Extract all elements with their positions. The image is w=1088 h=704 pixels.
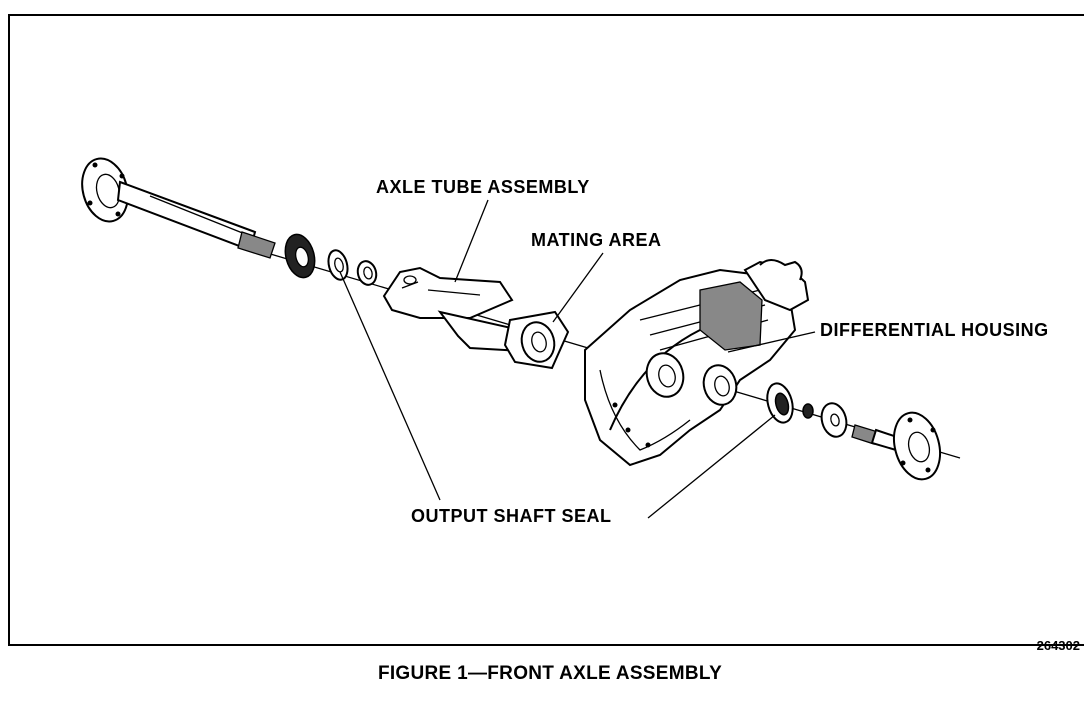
callout-mating-area: MATING AREA xyxy=(531,230,662,250)
right-stub-shaft xyxy=(851,411,942,481)
left-axle-shaft xyxy=(81,157,276,259)
callout-axle-tube-assembly: AXLE TUBE ASSEMBLY xyxy=(376,177,590,197)
callout-output-shaft-seal: OUTPUT SHAFT SEAL xyxy=(411,506,612,526)
right-retainer-spring xyxy=(802,403,814,419)
leader-differential-housing xyxy=(727,331,816,353)
figure-caption: FIGURE 1—FRONT AXLE ASSEMBLY xyxy=(377,663,723,684)
leader-seal-left xyxy=(339,271,441,501)
left-bearing xyxy=(284,233,316,279)
right-output-shaft-seal xyxy=(766,382,794,424)
figure-frame xyxy=(8,14,1084,646)
callout-differential-housing: DIFFERENTIAL HOUSING xyxy=(820,320,1049,340)
left-sleeve xyxy=(356,260,378,286)
left-output-shaft-seal xyxy=(327,249,349,281)
right-washer xyxy=(820,402,848,438)
figure-number: 264302 xyxy=(1036,638,1080,653)
differential-housing xyxy=(584,259,810,467)
axle-tube-assembly xyxy=(382,266,570,370)
leader-mating-area xyxy=(552,252,604,323)
leader-seal-right xyxy=(647,414,776,519)
leader-axle-tube xyxy=(454,199,489,283)
